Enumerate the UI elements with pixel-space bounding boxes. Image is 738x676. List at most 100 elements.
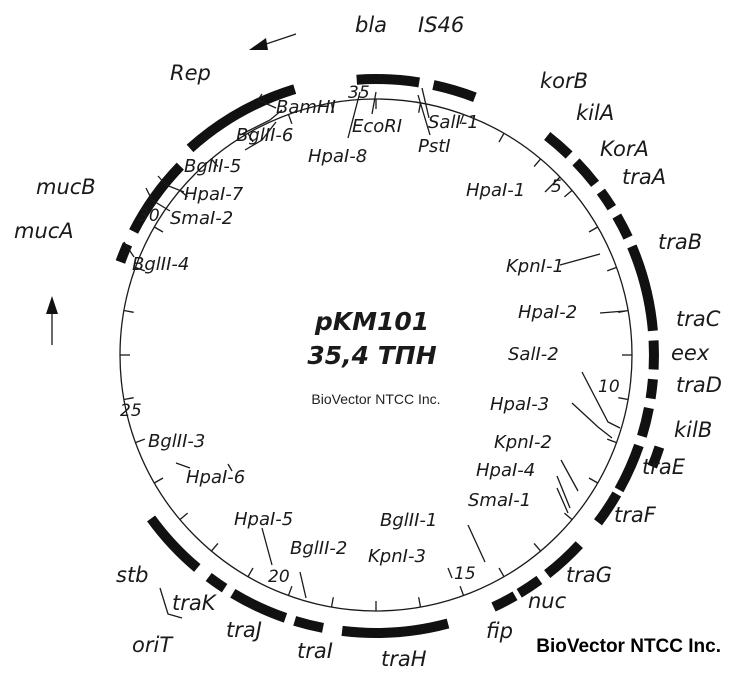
map-tick xyxy=(498,132,505,143)
map-tick xyxy=(588,226,599,233)
site-label-kpni-1: KpnI-1 xyxy=(506,256,564,277)
site-label-smai-2: SmaI-2 xyxy=(170,208,233,229)
gene-label-trae: traE xyxy=(642,455,686,479)
gene-label-mucb: mucB xyxy=(36,175,96,199)
map-tick xyxy=(135,266,146,272)
map-tick xyxy=(179,512,189,521)
scale-tick-15: 15 xyxy=(454,564,476,584)
gene-label-traj: traJ xyxy=(226,618,262,642)
gene-segment-traa xyxy=(612,213,633,240)
site-label-smai-1: SmaI-1 xyxy=(468,490,531,511)
site-label-hpai-4: HpaI-4 xyxy=(476,460,535,481)
map-tick xyxy=(287,114,293,125)
site-label-hpai-6: HpaI-6 xyxy=(186,467,245,488)
gene-label-trah: traH xyxy=(381,647,427,671)
site-label-bglii-3: BglII-3 xyxy=(148,431,205,452)
gene-segment-kora xyxy=(596,188,617,211)
gene-segment-traf xyxy=(593,491,622,526)
gene-segment-mucb xyxy=(129,162,184,234)
gene-label-trak: traK xyxy=(172,591,218,615)
scale-tick-35: 35 xyxy=(348,83,370,103)
scale-tick-5: 5 xyxy=(551,177,562,197)
map-tick xyxy=(123,309,134,313)
muc-direction-arrow-icon xyxy=(46,296,58,345)
gene-segment-trai xyxy=(293,616,324,633)
plasmid-name: pKM101 xyxy=(314,307,429,336)
site-label-bglii-1: BglII-1 xyxy=(380,510,437,531)
map-tick xyxy=(153,226,164,233)
map-tick xyxy=(247,132,254,143)
site-label-hpai-2: HpaI-2 xyxy=(518,302,577,323)
site-label-hpai-3: HpaI-3 xyxy=(490,394,549,415)
map-tick xyxy=(533,542,542,552)
site-label-bglii-2: BglII-2 xyxy=(290,538,347,559)
gene-label-nuc: nuc xyxy=(528,589,567,613)
gene-segment-trah xyxy=(341,618,450,638)
map-tick xyxy=(210,542,219,552)
map-tick xyxy=(459,585,465,596)
map-tick xyxy=(606,266,617,272)
gene-segment-trae xyxy=(614,443,644,493)
site-label-psti: PstI xyxy=(418,136,451,157)
map-tick xyxy=(498,567,505,578)
gene-segment-trad xyxy=(637,407,654,438)
site-label-bamhi: BamHI xyxy=(276,97,336,118)
gene-segment-eex xyxy=(645,378,658,400)
site-label-hpai-1: HpaI-1 xyxy=(466,180,525,201)
scale-tick-10: 10 xyxy=(598,377,620,397)
site-label-sali-2: SalI-2 xyxy=(508,344,559,365)
gene-label-traf: traF xyxy=(614,503,657,527)
map-tick xyxy=(210,158,219,168)
map-tick xyxy=(606,438,617,444)
gene-label-kila: kilA xyxy=(576,101,614,125)
map-tick xyxy=(135,438,146,444)
gene-label-kilb: kilB xyxy=(674,418,712,442)
gene-segment-kila xyxy=(572,158,600,187)
map-tick xyxy=(330,597,334,608)
site-label-kpni-3: KpnI-3 xyxy=(368,546,426,567)
scale-tick-30: 30 xyxy=(138,206,160,226)
map-tick xyxy=(123,397,134,401)
gene-segments xyxy=(115,74,665,638)
site-label-kpni-2: KpnI-2 xyxy=(494,432,552,453)
gene-label-orit: oriT xyxy=(132,633,174,657)
map-tick xyxy=(418,597,422,608)
gene-label-muca: mucA xyxy=(14,219,74,243)
map-tick xyxy=(247,567,254,578)
gene-segment-stb xyxy=(147,515,201,572)
map-tick xyxy=(618,397,629,401)
watermark-corner: BioVector NTCC Inc. xyxy=(536,636,721,657)
map-tick xyxy=(153,477,164,484)
gene-label-trai: traI xyxy=(297,639,333,663)
gene-segment-trak xyxy=(205,573,228,593)
map-tick xyxy=(330,102,334,113)
gene-label-kora: KorA xyxy=(600,137,649,161)
gene-segment-rep xyxy=(186,84,297,153)
scale-tick-25: 25 xyxy=(120,401,142,421)
map-tick xyxy=(287,585,293,596)
map-tick xyxy=(588,477,599,484)
site-label-hpai-5: HpaI-5 xyxy=(234,509,293,530)
gene-label-stb: stb xyxy=(116,563,149,587)
gene-segment-trag xyxy=(544,541,583,579)
gene-segment-nuc xyxy=(516,575,543,598)
site-label-sali-1: SalI-1 xyxy=(428,112,479,133)
site-label-hpai-8: HpaI-8 xyxy=(308,146,367,167)
plasmid-size: 35,4 ТПН xyxy=(307,341,436,370)
gene-label-is46: IS46 xyxy=(418,13,464,37)
site-label-ecori: EcoRI xyxy=(352,116,402,137)
map-tick xyxy=(563,512,573,521)
gene-segment-kilb xyxy=(647,445,665,469)
gene-label-eex: eex xyxy=(671,341,710,365)
gene-segment-muca xyxy=(115,242,133,264)
gene-segment-bla xyxy=(356,74,420,88)
site-label-bglii-4: BglII-4 xyxy=(132,254,189,275)
leader-lines xyxy=(123,87,626,619)
watermark-center: BioVector NTCC Inc. xyxy=(311,391,440,407)
gene-label-trab: traB xyxy=(658,230,702,254)
gene-label-trad: traD xyxy=(676,373,722,397)
site-label-hpai-7: HpaI-7 xyxy=(184,184,244,205)
map-ticks xyxy=(120,99,632,611)
